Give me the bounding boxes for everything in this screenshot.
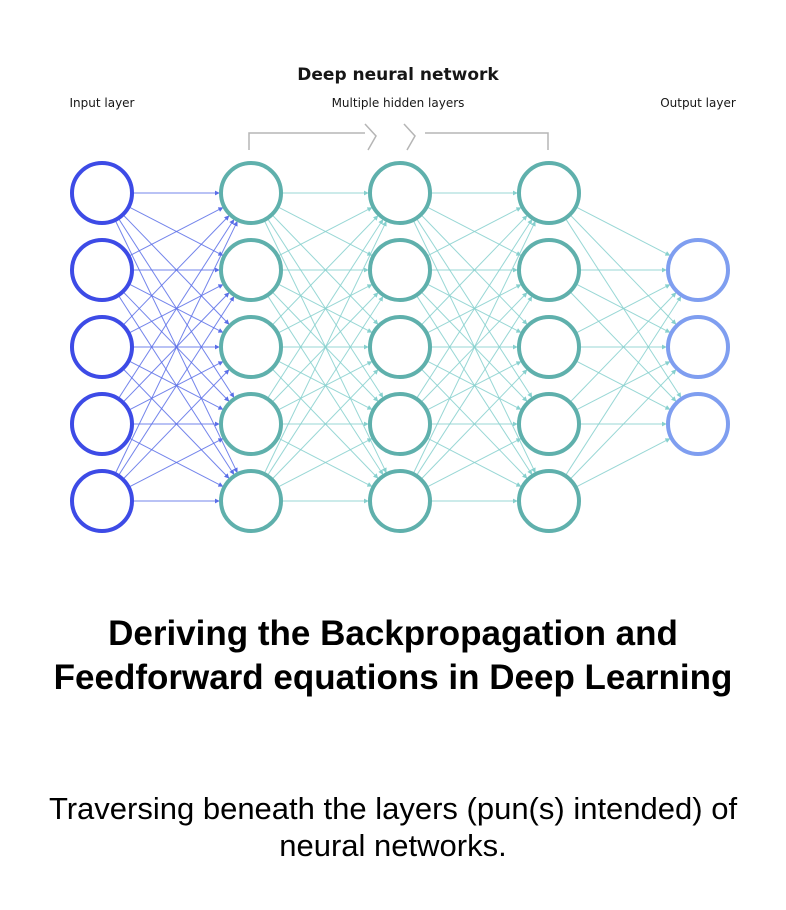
connection-edges: [114, 190, 682, 504]
neural-network-diagram: Deep neural network Input layer Multiple…: [70, 65, 736, 533]
edge-l2-n4-to-n2: [420, 369, 528, 480]
edge-l1-n0-to-n3: [266, 217, 384, 398]
edge-l3-n4-to-n0: [564, 296, 682, 477]
hidden-node-3-5: [517, 469, 581, 533]
edge-l1-n4-to-n0: [263, 221, 387, 475]
input-node-0-5: [70, 469, 134, 533]
edge-l0-n4-to-n2: [122, 369, 230, 480]
edge-l2-n0-to-n1: [426, 206, 522, 256]
edge-l2-n2-to-n1: [426, 284, 522, 334]
edge-l2-n1-to-n0: [426, 207, 522, 257]
edge-l2-n3-to-n4: [426, 437, 522, 487]
edge-l0-n2-to-n3: [128, 360, 224, 410]
edge-l3-n3-to-n0: [569, 292, 677, 403]
edge-l2-n1-to-n4: [415, 294, 533, 475]
edge-l2-n2-to-n0: [420, 215, 528, 326]
edge-l2-n3-to-n2: [426, 361, 522, 411]
hidden-layers-bracket: [248, 123, 549, 151]
edge-l2-n2-to-n4: [420, 368, 528, 479]
hidden-node-1-5: [219, 469, 283, 533]
hidden-node-1-1: [219, 161, 283, 225]
edge-l0-n4-to-n0: [114, 221, 238, 475]
edge-l0-n4-to-n1: [117, 296, 235, 477]
edge-l1-n0-to-n2: [271, 214, 379, 325]
edge-l0-n3-to-n2: [128, 361, 224, 411]
edge-l2-n4-to-n0: [412, 221, 536, 475]
edge-l3-n4-to-n2: [575, 438, 671, 488]
input-layer-label: Input layer: [70, 96, 135, 110]
output-node-4-2: [666, 315, 730, 379]
edge-l1-n1-to-n2: [277, 283, 373, 333]
edge-l1-n1-to-n3: [271, 291, 379, 402]
edge-l0-n0-to-n3: [117, 217, 235, 398]
input-node-0-2: [70, 238, 134, 302]
edge-l0-n2-to-n4: [122, 368, 230, 479]
hidden-node-3-3: [517, 315, 581, 379]
edge-l1-n3-to-n0: [266, 219, 384, 400]
hidden-node-1-2: [219, 238, 283, 302]
edge-l3-n0-to-n1: [569, 214, 677, 325]
edge-l2-n4-to-n1: [415, 296, 533, 477]
hidden-node-2-2: [368, 238, 432, 302]
edge-l0-n0-to-n1: [128, 206, 224, 256]
edge-l0-n0-to-n2: [122, 214, 230, 325]
edge-l2-n0-to-n2: [420, 214, 528, 325]
edge-l2-n1-to-n2: [426, 283, 522, 333]
hidden-node-1-3: [219, 315, 283, 379]
article-title: Deriving the Backpropagation and Feedfor…: [53, 614, 733, 697]
hidden-node-2-5: [368, 469, 432, 533]
edge-l3-n4-to-n1: [569, 369, 677, 480]
edge-l1-n1-to-n4: [266, 294, 384, 475]
diagram-title: Deep neural network: [297, 65, 499, 85]
neuron-nodes: [70, 161, 730, 533]
edge-l3-n1-to-n1: [575, 283, 671, 333]
hidden-layers-label: Multiple hidden layers: [332, 96, 465, 110]
edge-l2-n0-to-n3: [415, 217, 533, 398]
edge-l0-n2-to-n1: [128, 284, 224, 334]
edge-l1-n4-to-n1: [266, 296, 384, 477]
edge-l0-n4-to-n3: [128, 438, 224, 488]
edge-l3-n0-to-n2: [564, 217, 682, 398]
hidden-node-3-2: [517, 238, 581, 302]
edge-l1-n1-to-n0: [277, 207, 373, 257]
edge-l0-n3-to-n0: [117, 219, 235, 400]
hidden-node-2-1: [368, 161, 432, 225]
edge-l2-n3-to-n0: [415, 219, 533, 400]
hidden-node-3-4: [517, 392, 581, 456]
hidden-node-1-4: [219, 392, 283, 456]
edge-l3-n0-to-n0: [575, 206, 671, 256]
edge-l3-n2-to-n0: [575, 284, 671, 334]
output-node-4-3: [666, 392, 730, 456]
edge-l0-n3-to-n4: [128, 437, 224, 487]
edge-l3-n3-to-n1: [575, 361, 671, 411]
edge-l1-n2-to-n3: [277, 360, 373, 410]
input-node-0-3: [70, 315, 134, 379]
edge-l1-n4-to-n2: [271, 369, 379, 480]
edge-l3-n2-to-n2: [575, 360, 671, 410]
output-node-4-1: [666, 238, 730, 302]
edge-l0-n1-to-n3: [122, 291, 230, 402]
edge-l1-n3-to-n2: [277, 361, 373, 411]
output-layer-label: Output layer: [660, 96, 736, 110]
input-node-0-1: [70, 161, 134, 225]
input-node-0-4: [70, 392, 134, 456]
edge-l2-n2-to-n3: [426, 360, 522, 410]
edge-l1-n2-to-n0: [271, 215, 379, 326]
edge-l1-n4-to-n3: [277, 438, 373, 488]
hidden-node-2-3: [368, 315, 432, 379]
edge-l3-n1-to-n2: [569, 291, 677, 402]
edge-l1-n3-to-n4: [277, 437, 373, 487]
edge-l0-n1-to-n2: [128, 283, 224, 333]
edge-l1-n2-to-n4: [271, 368, 379, 479]
edge-l2-n1-to-n3: [420, 291, 528, 402]
hidden-node-2-4: [368, 392, 432, 456]
hidden-node-3-1: [517, 161, 581, 225]
edge-l1-n2-to-n1: [277, 284, 373, 334]
edge-l2-n4-to-n3: [426, 438, 522, 488]
edge-l0-n1-to-n0: [128, 207, 224, 257]
edge-l0-n1-to-n4: [117, 294, 235, 475]
edge-l0-n2-to-n0: [122, 215, 230, 326]
edge-l1-n0-to-n1: [277, 206, 373, 256]
article-subtitle: Traversing beneath the layers (pun(s) in…: [48, 791, 738, 863]
